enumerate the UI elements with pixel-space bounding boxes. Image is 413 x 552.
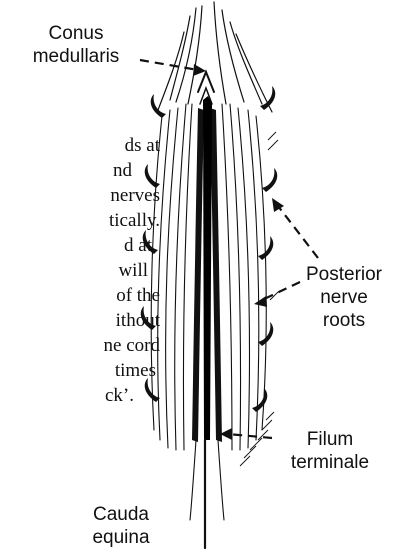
right-root-hook	[262, 168, 277, 192]
left-root-hook	[151, 94, 166, 118]
posterior-arrowhead	[272, 198, 284, 212]
posterior-nerve-roots-label: Posterior nerve roots	[302, 263, 386, 332]
cauda-equina-label: Cauda equina	[76, 503, 166, 549]
filum-leader-line	[228, 434, 272, 438]
conus-medullaris-label: Conus medullaris	[16, 22, 136, 68]
posterior-label-line1: Posterior	[302, 263, 386, 286]
left-root-hook	[143, 230, 158, 254]
posterior-arrowhead	[254, 296, 267, 307]
right-root-hook	[260, 86, 275, 110]
posterior-label-line3: roots	[302, 309, 386, 332]
filum-label-line1: Filum	[270, 428, 390, 451]
central-groove	[203, 96, 212, 440]
conus-label-line1: Conus	[16, 22, 136, 45]
right-root-hook	[258, 322, 273, 346]
posterior-label-line2: nerve	[302, 286, 386, 309]
cauda-label-line2: equina	[76, 526, 166, 549]
conus-label-line2: medullaris	[16, 45, 136, 68]
right-root-hook	[252, 388, 267, 412]
filum-terminale-label: Filum terminale	[270, 428, 390, 474]
right-dark-column	[210, 108, 222, 442]
left-dark-column	[192, 108, 204, 442]
posterior-leader-line	[278, 206, 318, 258]
cauda-label-line1: Cauda	[76, 503, 166, 526]
left-root-hook	[141, 306, 156, 330]
filum-label-line2: terminale	[270, 451, 390, 474]
posterior-leader-line	[262, 282, 300, 300]
conus-leader-line	[140, 60, 198, 70]
